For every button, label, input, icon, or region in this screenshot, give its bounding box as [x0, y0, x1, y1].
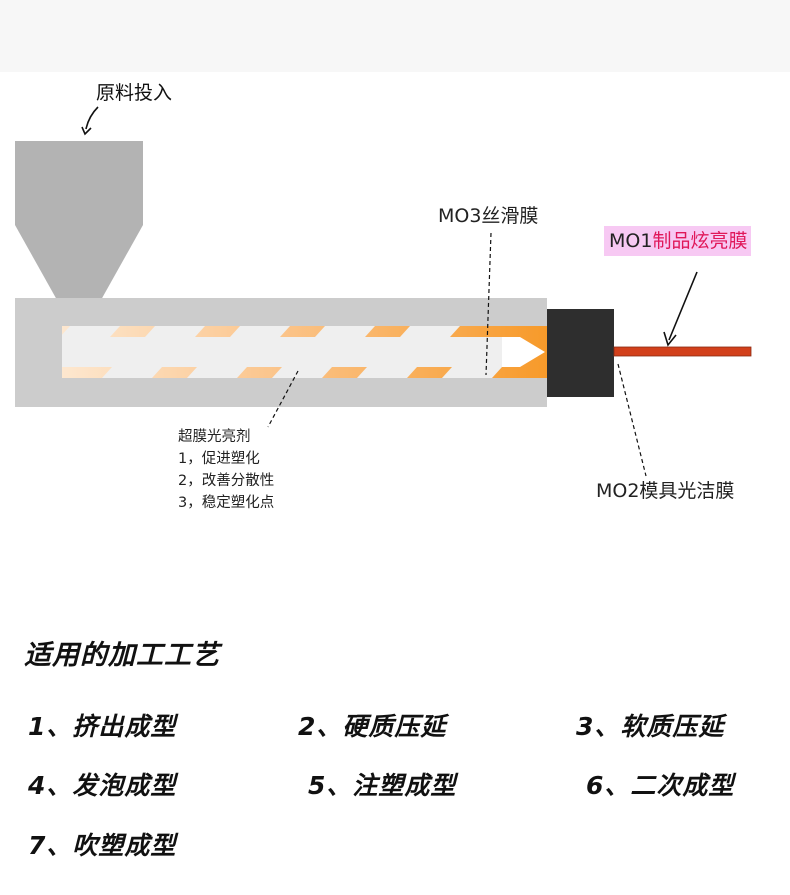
- feed-arrow: [85, 106, 99, 130]
- screw-shaft: [62, 337, 502, 367]
- additive-note: 超膜光亮剂 1，促进塑化 2，改善分散性 3，稳定塑化点: [178, 426, 274, 514]
- mo1-pointer: [668, 271, 698, 341]
- die: [547, 309, 614, 397]
- mo3-label: MO3丝滑膜: [438, 205, 539, 227]
- screw-channel: [62, 326, 547, 378]
- process-item: 1、挤出成型: [28, 712, 177, 741]
- extruded-product: [613, 346, 752, 357]
- top-band: [0, 0, 790, 72]
- feed-label: 原料投入: [96, 82, 173, 104]
- note-item: 1，促进塑化: [178, 451, 260, 467]
- process-title: 适用的加工工艺: [24, 640, 220, 671]
- mo1-code: MO1: [609, 230, 653, 252]
- note-pointer: [267, 370, 299, 428]
- mo2-pointer: [617, 363, 647, 477]
- note-item: 3，稳定塑化点: [178, 495, 275, 511]
- process-item: 6、二次成型: [586, 771, 735, 800]
- hopper: [15, 141, 143, 300]
- note-title: 超膜光亮剂: [178, 429, 251, 445]
- process-item: 7、吹塑成型: [28, 831, 177, 860]
- process-item: 5、注塑成型: [308, 771, 457, 800]
- mo3-pointer: [485, 232, 492, 376]
- mo1-label: MO1制品炫亮膜: [604, 226, 752, 256]
- extruder-diagram: [15, 106, 752, 477]
- screw-tip: [502, 337, 545, 367]
- process-item: 2、硬质压延: [298, 712, 447, 741]
- mo1-name: 制品炫亮膜: [652, 230, 748, 252]
- process-item: 3、软质压延: [576, 712, 725, 741]
- process-item: 4、发泡成型: [28, 771, 177, 800]
- mo2-label: MO2模具光洁膜: [596, 480, 735, 502]
- note-item: 2，改善分散性: [178, 473, 275, 489]
